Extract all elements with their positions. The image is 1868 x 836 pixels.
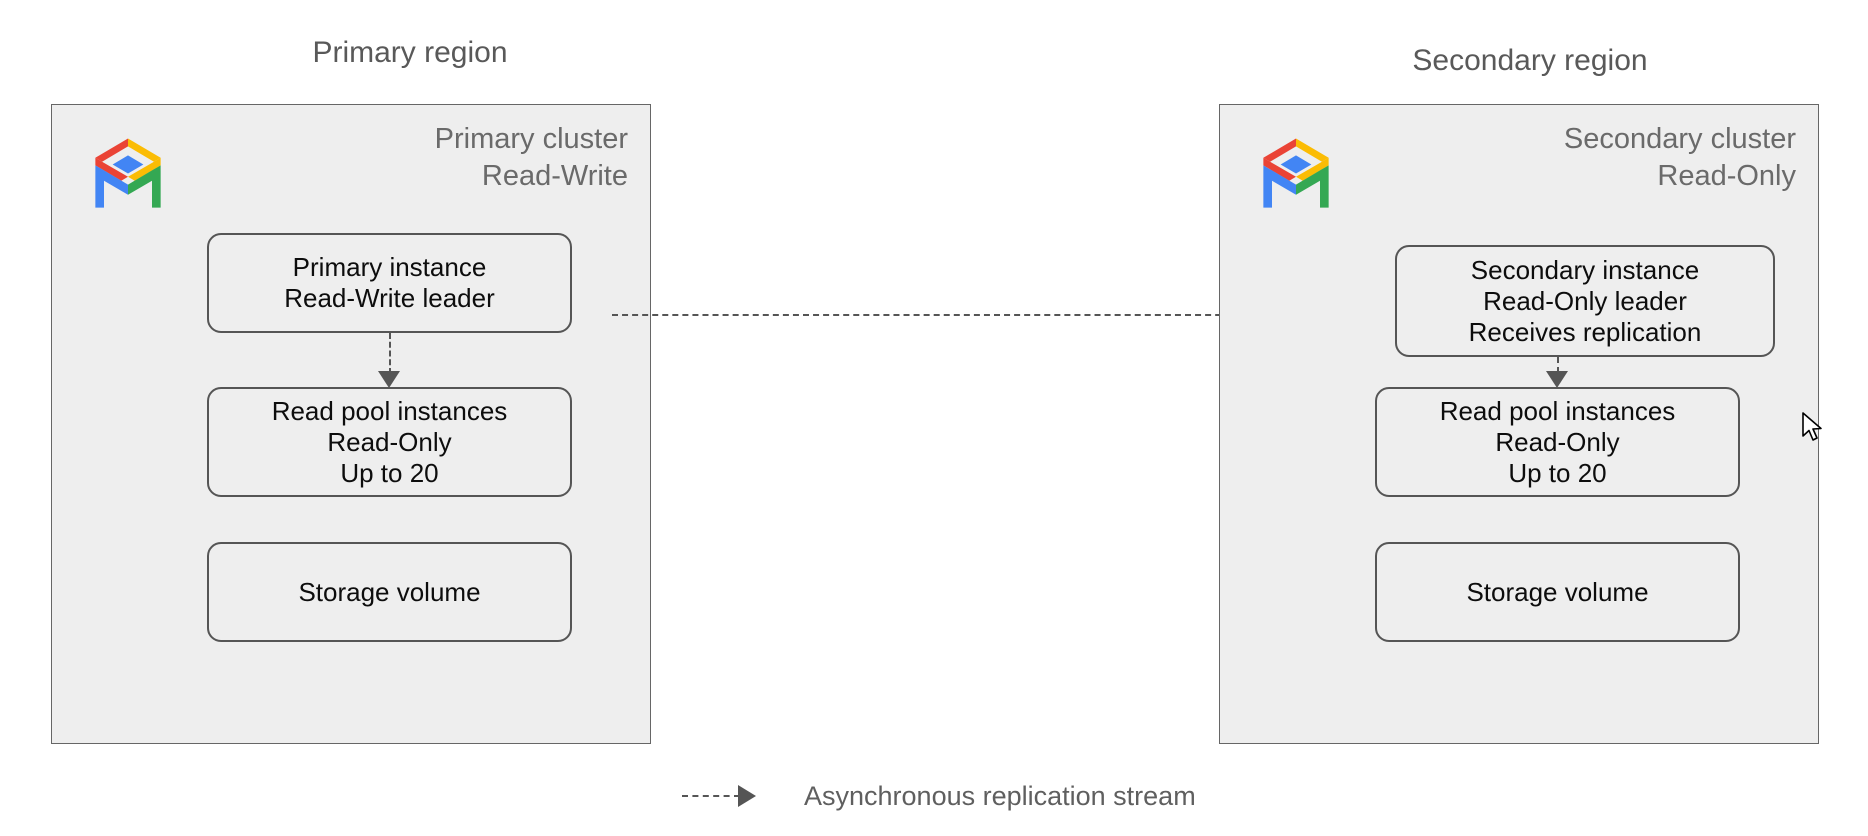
secondary-read-pool-box[interactable]: Read pool instances Read-Only Up to 20 (1375, 387, 1740, 497)
alloydb-logo-icon (1248, 127, 1344, 223)
primary-cluster-title: Primary cluster Read-Write (434, 123, 628, 192)
primary-cluster-panel: Primary cluster Read-Write Primary inst (51, 104, 651, 744)
secondary-instance-box[interactable]: Secondary instance Read-Only leader Rece… (1395, 245, 1775, 357)
secondary-storage-volume-box[interactable]: Storage volume (1375, 542, 1740, 642)
secondary-region-caption: Secondary region (1412, 44, 1648, 77)
secondary-instance-to-read-pool-arrowhead (1546, 371, 1568, 388)
primary-instance-box[interactable]: Primary instance Read-Write leader (207, 233, 572, 333)
primary-storage-volume-box[interactable]: Storage volume (207, 542, 572, 642)
secondary-cluster-panel: Secondary cluster Read-Only Secondary in… (1219, 104, 1819, 744)
legend-arrowhead (738, 785, 756, 807)
primary-read-pool-box[interactable]: Read pool instances Read-Only Up to 20 (207, 387, 572, 497)
legend-label: Asynchronous replication stream (804, 781, 1196, 811)
legend: Asynchronous replication stream (682, 780, 1196, 812)
alloydb-logo-icon (80, 127, 176, 223)
primary-region-caption: Primary region (312, 36, 508, 69)
legend-dashed-arrow-icon (682, 785, 766, 807)
primary-instance-to-read-pool-arrowhead (378, 371, 400, 388)
legend-dashed-line (682, 795, 740, 797)
secondary-instance-to-read-pool-connector (1557, 357, 1559, 383)
replication-stream-connector (612, 314, 1382, 316)
secondary-cluster-title: Secondary cluster Read-Only (1563, 123, 1796, 192)
primary-instance-to-read-pool-connector (389, 333, 391, 374)
